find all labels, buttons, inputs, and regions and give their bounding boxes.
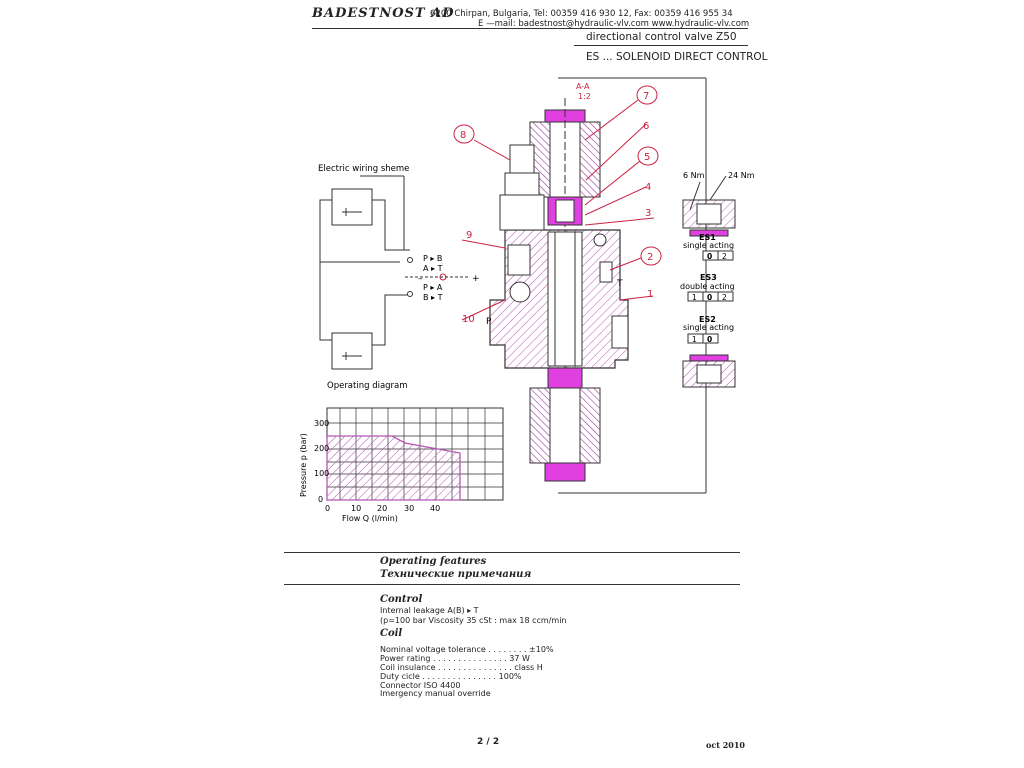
coil-line-5: Connector ISO 4400 [380, 681, 461, 690]
svg-text:2: 2 [647, 252, 653, 263]
svg-text:2: 2 [722, 293, 727, 302]
coil-line-4: Duty cicle . . . . . . . . . . . . . . .… [380, 672, 522, 681]
svg-text:5: 5 [644, 152, 650, 163]
port-t: T [616, 279, 623, 289]
svg-text:300: 300 [314, 419, 329, 428]
svg-text:B ▸ T: B ▸ T [423, 293, 443, 302]
wiring-scheme: Electric wiring sheme P ▸ B A ▸ T P ▸ A … [318, 164, 480, 370]
coil-line-1: Nominal voltage tolerance . . . . . . . … [380, 645, 554, 654]
variants: 6 Nm 24 Nm ES1 single acting 0 2 ES3 dou… [680, 171, 755, 388]
svg-text:0: 0 [707, 335, 712, 344]
svg-text:ES3: ES3 [700, 273, 717, 282]
section-label: A-A [576, 82, 590, 91]
svg-text:8: 8 [460, 130, 466, 141]
svg-text:0: 0 [707, 252, 712, 261]
product-title: directional control valve Z50 [586, 31, 737, 43]
valve-section: A-A 1:2 [453, 77, 707, 494]
svg-text:0: 0 [707, 293, 712, 302]
section-scale: 1:2 [578, 92, 591, 101]
diagram-title: Operating diagram [327, 381, 408, 391]
svg-text:4: 4 [645, 182, 651, 193]
svg-text:24 Nm: 24 Nm [728, 171, 755, 180]
svg-text:100: 100 [314, 469, 329, 478]
control-line-2: (p=100 bar Viscosity 35 cSt : max 18 ccm… [380, 616, 567, 625]
svg-text:10: 10 [351, 504, 361, 513]
company-address: 6200 Chirpan, Bulgaria, Tel: 00359 416 9… [430, 9, 733, 19]
revision-date: oct 2010 [706, 740, 745, 750]
svg-text:6 Nm: 6 Nm [683, 171, 705, 180]
page-subtitle: ES ... SOLENOID DIRECT CONTROL [586, 51, 768, 63]
coil-line-2: Power rating . . . . . . . . . . . . . .… [380, 654, 530, 663]
svg-text:+: + [472, 274, 480, 284]
svg-text:40: 40 [430, 504, 440, 513]
features-title-ru: Технические примечания [380, 569, 532, 580]
company-name: BADESTNOST AD [312, 6, 455, 21]
svg-text:A ▸ T: A ▸ T [423, 264, 443, 273]
svg-text:6: 6 [643, 121, 649, 132]
svg-text:single acting: single acting [683, 323, 734, 332]
port-p: P [486, 317, 492, 327]
svg-text:3: 3 [645, 208, 651, 219]
svg-text:1: 1 [692, 293, 697, 302]
wiring-title: Electric wiring sheme [318, 164, 409, 174]
diagram-ylabel: Pressure p (bar) [299, 433, 308, 497]
svg-text:ES2: ES2 [699, 315, 716, 324]
svg-text:20: 20 [377, 504, 387, 513]
features-rule-top [284, 552, 740, 553]
header-rule [312, 28, 748, 29]
svg-text:0: 0 [318, 495, 323, 504]
features-rule-bottom [284, 584, 740, 585]
svg-text:1: 1 [692, 335, 697, 344]
control-line-1: Internal leakage A(B) ▸ T [380, 606, 479, 615]
coil-line-6: Imergency manual override [380, 689, 491, 698]
product-rule [574, 45, 748, 46]
page-number: 2 / 2 [477, 737, 500, 747]
svg-text:–: – [418, 274, 423, 284]
svg-text:10: 10 [462, 314, 475, 325]
operating-diagram: Operating diagram 300 200 100 0 0 10 20 … [299, 381, 504, 523]
coil-title: Coil [380, 628, 403, 639]
features-title-en: Operating features [380, 556, 487, 567]
svg-text:2: 2 [722, 252, 727, 261]
svg-text:P ▸ A: P ▸ A [423, 283, 443, 292]
svg-text:9: 9 [466, 230, 472, 241]
svg-text:ES1: ES1 [699, 233, 716, 242]
svg-text:7: 7 [643, 91, 649, 102]
svg-text:double acting: double acting [680, 282, 735, 291]
svg-text:30: 30 [404, 504, 414, 513]
control-title: Control [380, 594, 423, 605]
svg-text:0: 0 [325, 504, 330, 513]
company-contact: E —mail: badestnost@hydraulic-vlv.com ww… [478, 19, 750, 29]
technical-drawing: Electric wiring sheme P ▸ B A ▸ T P ▸ A … [299, 77, 755, 523]
svg-text:single acting: single acting [683, 241, 734, 250]
coil-line-3: Coil insulance . . . . . . . . . . . . .… [380, 663, 543, 672]
svg-text:1: 1 [647, 289, 653, 300]
diagram-xlabel: Flow Q (l/min) [342, 514, 398, 523]
svg-text:P ▸ B: P ▸ B [423, 254, 442, 263]
svg-text:200: 200 [314, 444, 329, 453]
